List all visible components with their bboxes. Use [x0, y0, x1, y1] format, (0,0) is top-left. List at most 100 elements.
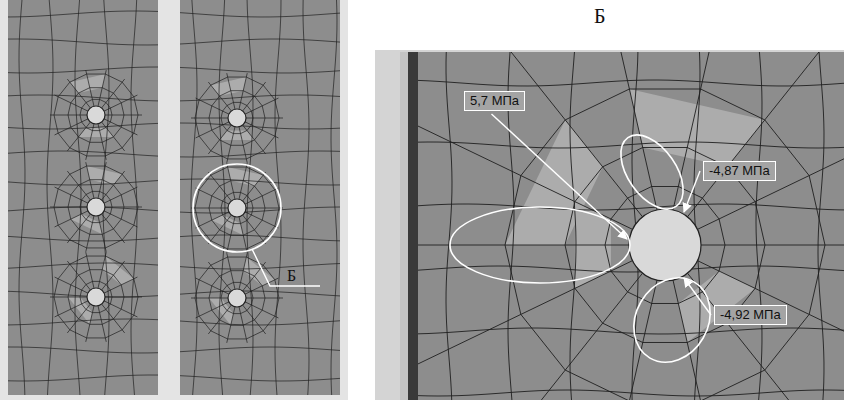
mesh-spoke: [50, 115, 87, 116]
mesh-line: [180, 12, 340, 17]
mesh-line: [418, 80, 844, 86]
mesh-spoke: [104, 187, 137, 203]
mesh-line: [180, 376, 340, 381]
mesh-spoke: [243, 125, 266, 154]
mesh-spoke: [245, 212, 278, 228]
mesh-spoke: [243, 82, 266, 111]
mesh-spoke: [104, 119, 137, 135]
mesh-line: [47, 0, 53, 395]
mesh-spoke: [98, 162, 106, 198]
leader-arrow: [491, 114, 627, 239]
mesh-spoke: [245, 98, 278, 114]
edge-strip: [400, 52, 408, 400]
mesh-spoke: [104, 301, 137, 317]
mesh-line: [418, 266, 844, 272]
mesh-line: [19, 0, 25, 395]
mesh-spoke: [196, 188, 229, 204]
mesh-spoke: [239, 217, 247, 253]
mesh-spoke: [701, 245, 844, 246]
leader-arrow: [684, 278, 711, 315]
mesh-spoke: [227, 253, 235, 289]
mesh-spoke: [227, 127, 235, 163]
stress-zone-shade: [220, 131, 255, 140]
mesh-spoke: [98, 70, 106, 106]
mesh-spoke: [687, 273, 844, 400]
mesh-spoke: [196, 278, 229, 294]
mesh-spoke: [227, 307, 235, 343]
mesh-line: [8, 236, 158, 241]
mesh-spoke: [67, 261, 90, 290]
mesh-line: [8, 39, 158, 45]
mesh-spoke: [245, 302, 278, 318]
mesh-spoke: [418, 261, 633, 376]
mesh-spoke: [239, 163, 247, 199]
mesh-spoke: [208, 215, 231, 244]
mesh-spoke: [86, 306, 94, 342]
mesh-spoke: [208, 172, 231, 201]
mesh-spoke: [67, 304, 90, 333]
mesh-line: [418, 204, 844, 210]
mesh-spoke: [227, 217, 235, 253]
stress-zone-outline: [608, 124, 695, 220]
left-image-ground: [0, 0, 348, 400]
mesh-spoke: [239, 307, 247, 343]
mesh-line: [180, 291, 340, 296]
plate-panel: [180, 0, 340, 395]
mesh-spoke: [98, 306, 106, 342]
mesh-line: [8, 375, 158, 381]
detail-plate: [418, 52, 844, 400]
mesh-line: [180, 95, 340, 101]
mesh-spoke: [196, 122, 229, 138]
mesh-spoke: [478, 52, 643, 217]
mesh-spoke: [208, 262, 231, 291]
mesh-spoke: [245, 188, 278, 204]
mesh-spoke: [105, 297, 142, 298]
mesh-line: [180, 123, 340, 129]
leader-arrow: [684, 171, 700, 212]
mesh-spoke: [196, 302, 229, 318]
mesh-line: [8, 263, 158, 268]
mesh-line: [180, 39, 340, 44]
mesh-spoke: [239, 73, 247, 109]
mesh-spoke: [208, 82, 231, 111]
mesh-spoke: [86, 162, 94, 198]
mesh-spoke: [246, 298, 283, 299]
mesh-spoke: [243, 262, 266, 291]
mesh-spoke: [86, 124, 94, 160]
mesh-line: [8, 151, 158, 157]
mesh-spoke: [102, 304, 125, 333]
mesh-spoke: [102, 122, 125, 151]
mesh-spoke: [55, 187, 88, 203]
bolt-hole: [87, 198, 105, 216]
mesh-line: [8, 291, 158, 297]
mesh-spoke: [598, 280, 657, 400]
mesh-line: [180, 347, 340, 352]
mesh-spoke: [598, 52, 657, 210]
right-image-ground: [375, 50, 844, 400]
mesh-spoke: [55, 119, 88, 135]
mesh-spoke: [208, 305, 231, 334]
stress-zone-outline: [450, 207, 630, 283]
mesh-spoke: [98, 252, 106, 288]
mesh-line: [180, 207, 340, 213]
mesh-spoke: [227, 163, 235, 199]
bolt-hole: [228, 289, 246, 307]
mesh-spoke: [208, 125, 231, 154]
mesh-spoke: [50, 207, 87, 208]
mesh-spoke: [227, 73, 235, 109]
mesh-spoke: [104, 211, 137, 227]
view-letter: Б: [594, 6, 605, 26]
mesh-spoke: [478, 273, 643, 400]
detail-highlight-circle: [193, 164, 281, 252]
mesh-line: [180, 67, 340, 73]
stress-value: -4,92 МПа: [720, 307, 781, 323]
mesh-line: [247, 0, 253, 395]
mesh-spoke: [102, 261, 125, 290]
bolt-hole: [629, 209, 701, 281]
stress-value-box: 5,7 МПа: [464, 91, 525, 111]
mesh-spoke: [102, 214, 125, 243]
mesh-spoke: [67, 79, 90, 108]
